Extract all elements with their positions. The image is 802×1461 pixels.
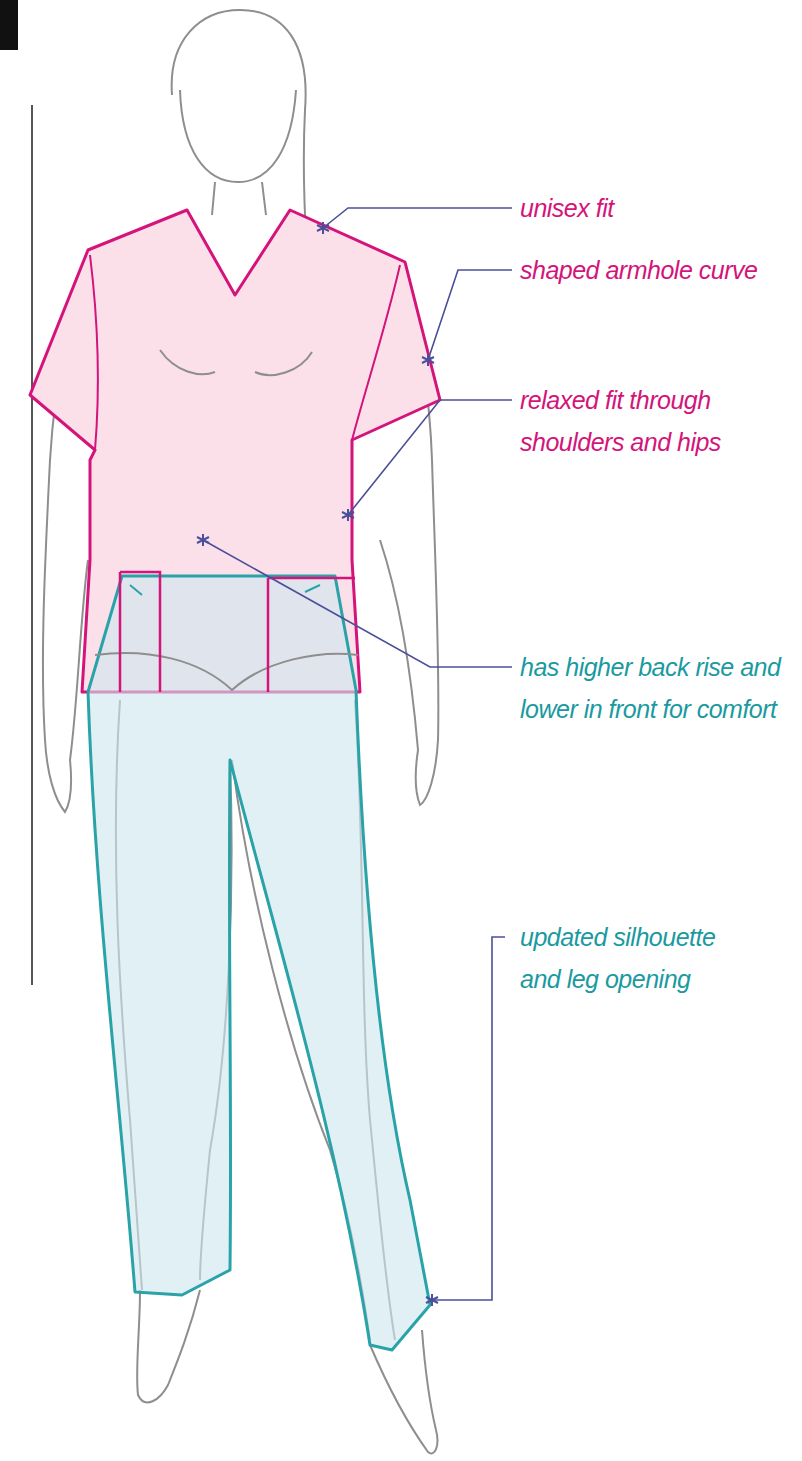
pockets: [120, 572, 355, 692]
asterisks: [197, 222, 438, 1306]
figure-outline: [43, 10, 439, 1453]
callout-label: updated silhouette and leg opening: [520, 916, 760, 1000]
scrub-pants: [88, 576, 430, 1350]
callout-label: shaped armhole curve: [520, 249, 798, 291]
callout-label: unisex fit: [520, 187, 795, 229]
side-rule: [31, 105, 33, 985]
callout-label: has higher back rise and lower in front …: [520, 646, 798, 730]
corner-tab: [0, 0, 18, 50]
callout-label: relaxed fit through shoulders and hips: [520, 379, 790, 463]
leader-lines: [203, 208, 512, 1300]
